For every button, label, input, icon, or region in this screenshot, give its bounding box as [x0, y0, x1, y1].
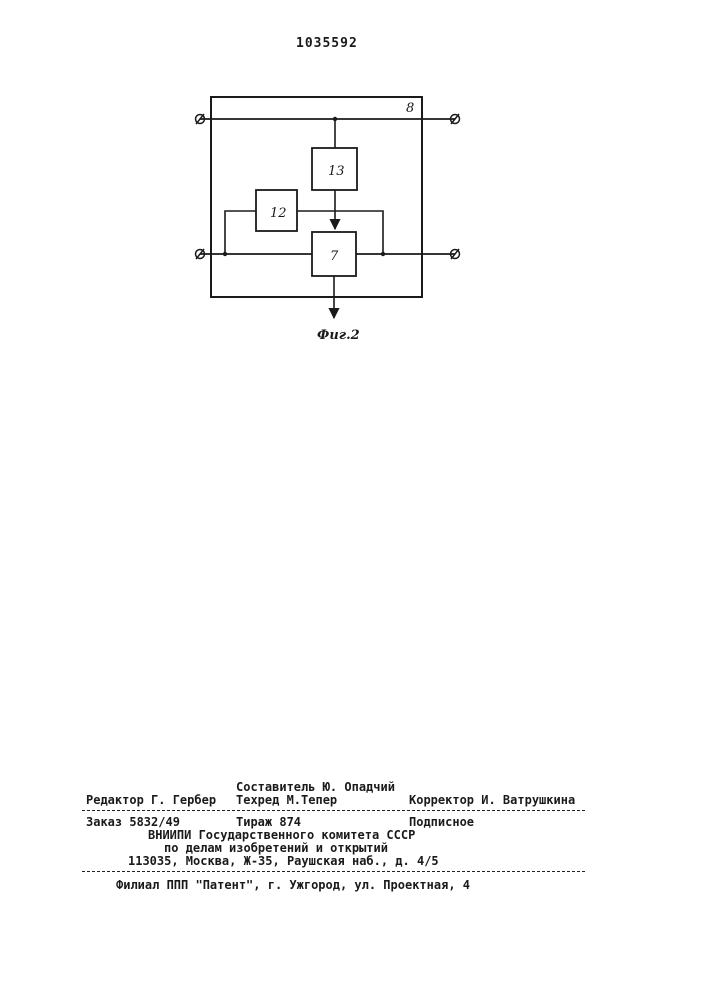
- circulation-line: Тираж 874: [236, 815, 301, 829]
- org-address: 113035, Москва, Ж-35, Раушская наб., д. …: [128, 854, 439, 868]
- org-line-2: по делам изобретений и открытий: [164, 841, 388, 855]
- editor-line: Редактор Г. Гербер: [86, 793, 216, 807]
- branch-line: Филиал ППП "Патент", г. Ужгород, ул. Про…: [116, 878, 470, 892]
- composer-line: Составитель Ю. Опадчий: [236, 780, 395, 794]
- org-line-1: ВНИИПИ Государственного комитета СССР: [148, 828, 415, 842]
- divider-top: [82, 810, 585, 811]
- corrector-line: Корректор И. Ватрушкина: [409, 793, 575, 807]
- divider-bottom: [82, 871, 585, 872]
- techred-line: Техред М.Тепер: [236, 793, 337, 807]
- subscription-line: Подписное: [409, 815, 474, 829]
- order-line: Заказ 5832/49: [86, 815, 180, 829]
